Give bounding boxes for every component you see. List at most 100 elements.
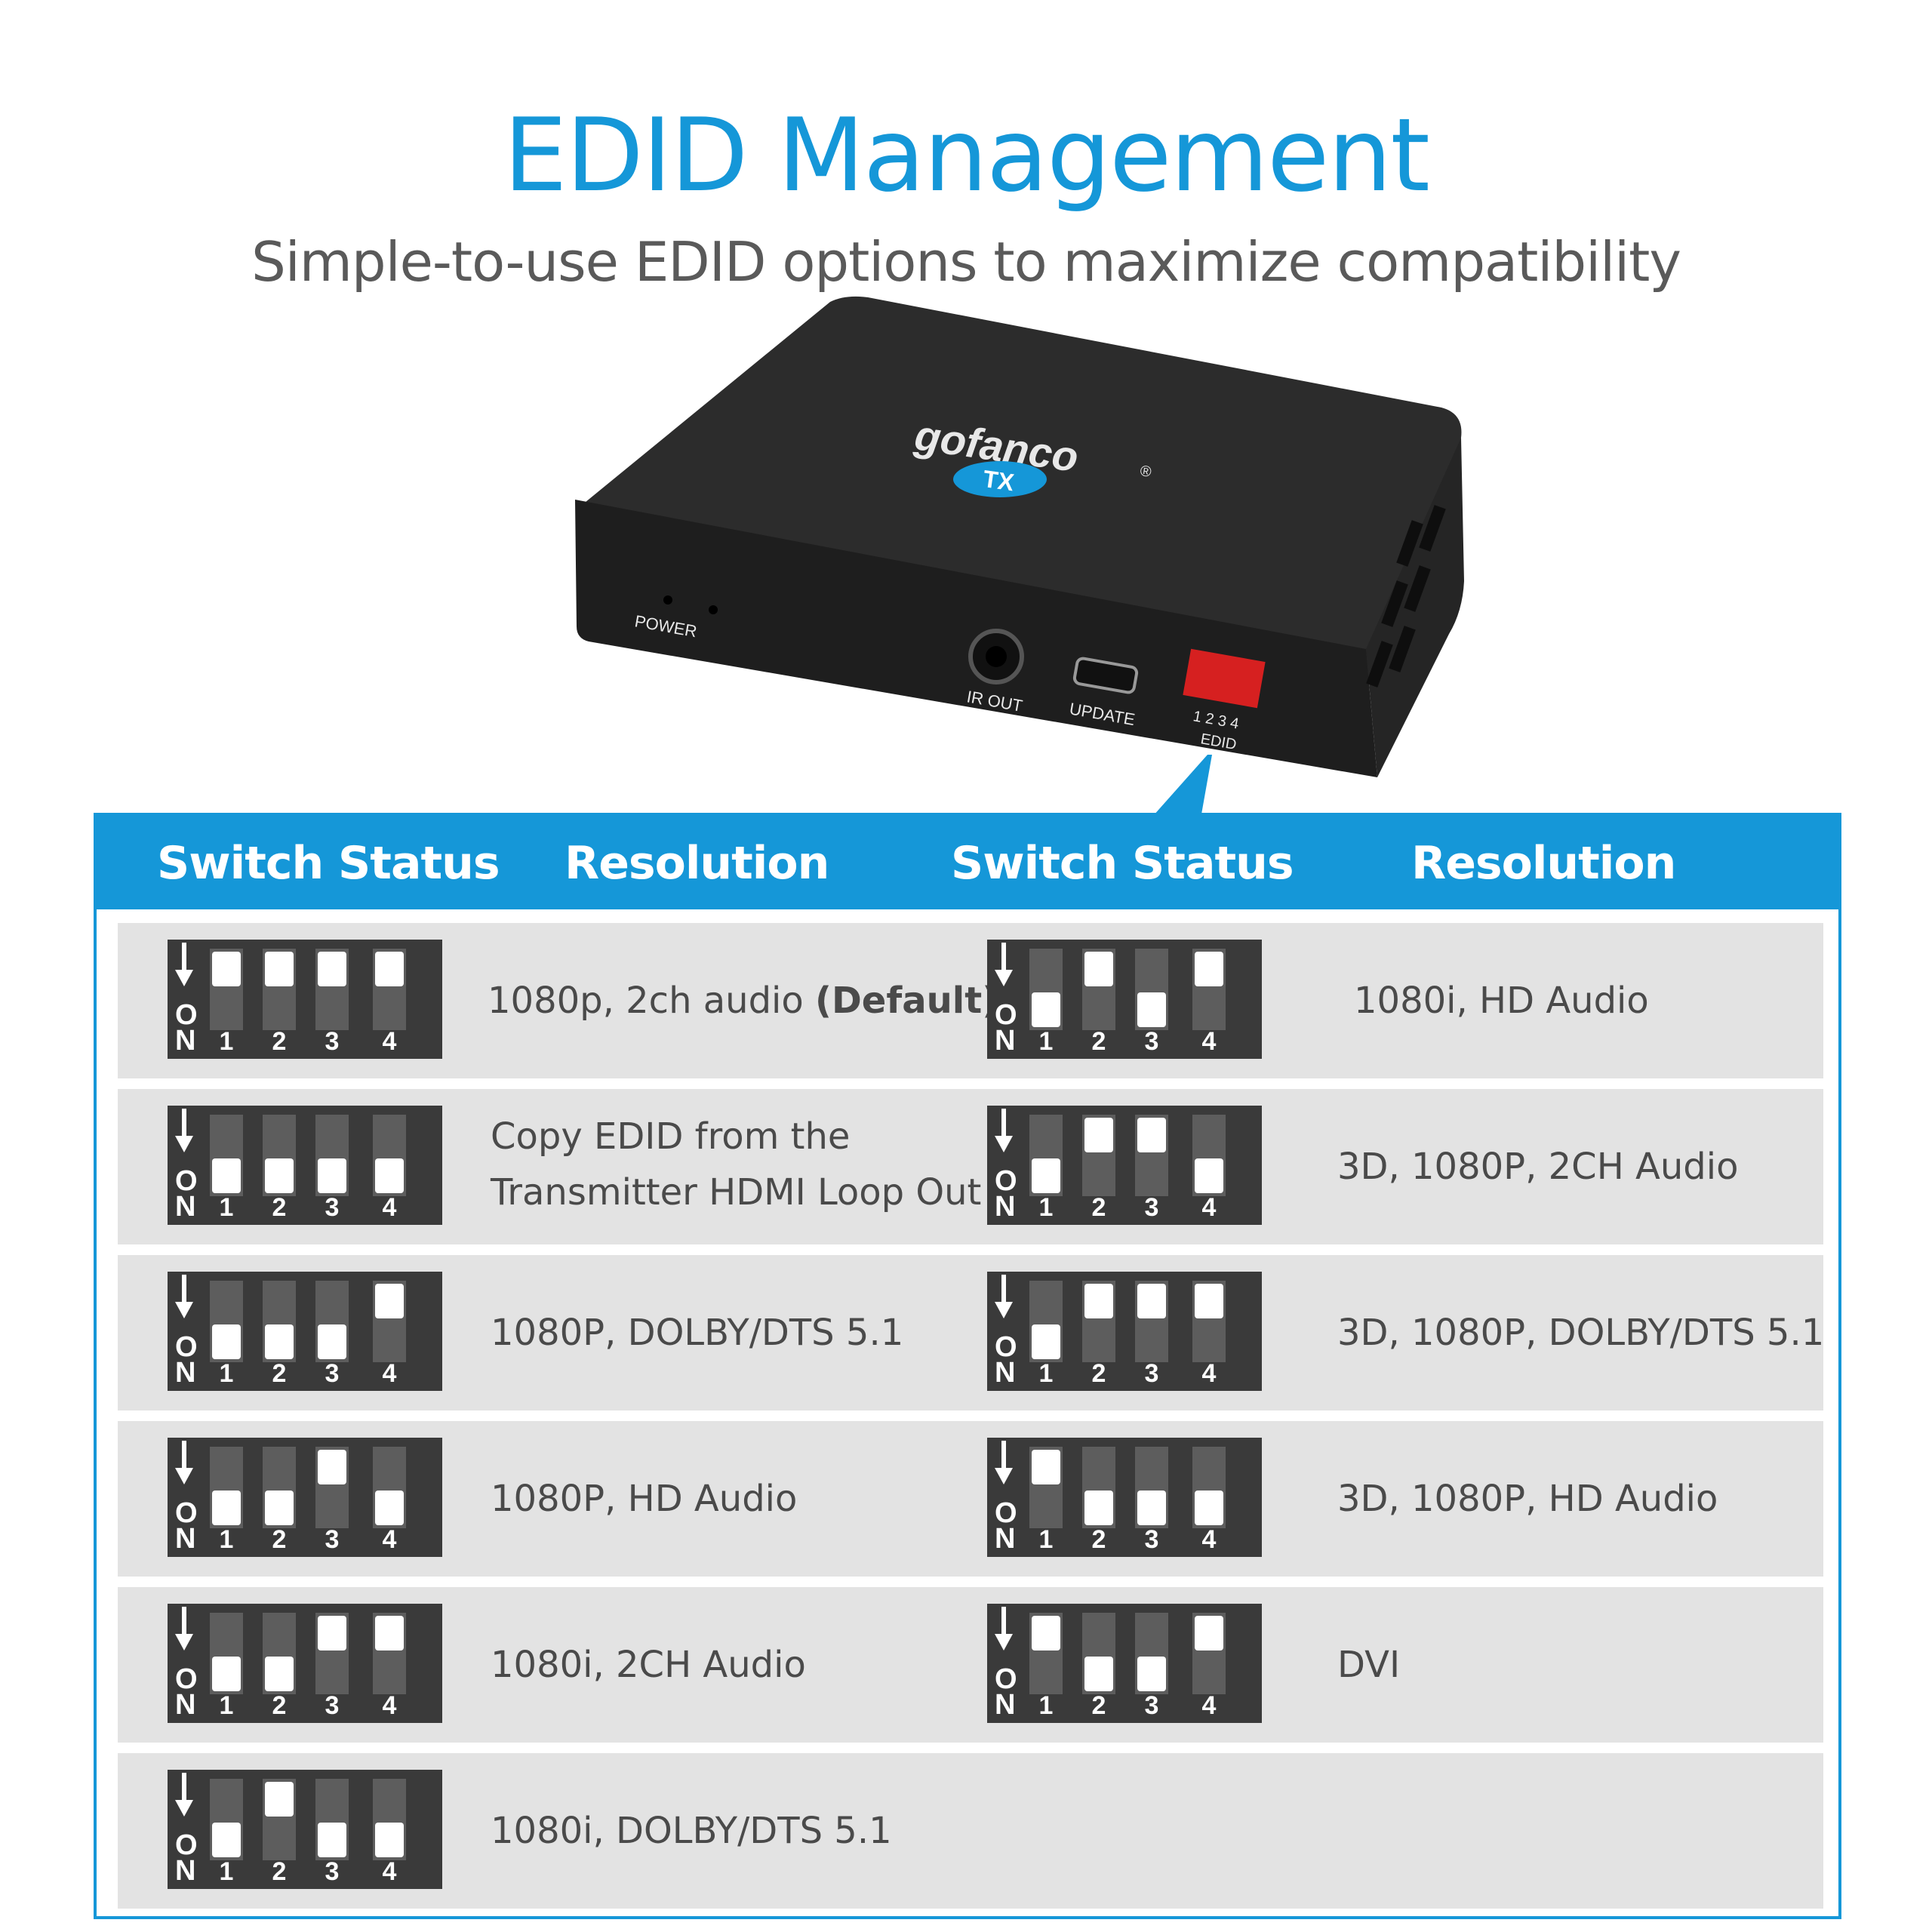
resolution-right-5: DVI: [1337, 1644, 1401, 1686]
dip-knob-1-down: [212, 1657, 241, 1691]
dip-knob-1-down: [212, 1491, 241, 1525]
on-label-o: O: [995, 1331, 1017, 1363]
dip-slot-3: [1135, 949, 1168, 1030]
resolution-left-6: 1080i, DOLBY/DTS 5.1: [491, 1810, 892, 1852]
on-label-o: O: [175, 1829, 198, 1861]
on-label-n: N: [175, 1855, 196, 1887]
header-resolution-right: Resolution: [1411, 837, 1676, 890]
on-label-n: N: [995, 1191, 1016, 1223]
down-arrow-icon: [995, 1109, 1013, 1152]
dip-knob-4-up: [1195, 1284, 1223, 1318]
dip-slot-2: [263, 1779, 296, 1860]
dip-slot-3: [315, 1779, 349, 1860]
on-label-o: O: [175, 1497, 198, 1529]
dip-knob-1-down: [1032, 1158, 1060, 1193]
dip-number-2: 2: [272, 1857, 287, 1886]
device-vents: [1366, 505, 1446, 688]
dip-knob-3-up: [318, 1616, 346, 1651]
dip-slot-4: [1192, 1115, 1226, 1196]
dip-slot-3: [1135, 1447, 1168, 1528]
dip-slot-1: [210, 1447, 243, 1528]
dip-number-1: 1: [219, 1691, 234, 1720]
dip-number-1: 1: [219, 1193, 234, 1222]
page-title: EDID Management: [503, 97, 1430, 214]
dip-slot-2: [263, 1115, 296, 1196]
dip-slot-1: [1029, 1447, 1063, 1528]
dip-slot-3: [315, 1115, 349, 1196]
dip-slot-3: [315, 1447, 349, 1528]
callout-pointer: [1147, 755, 1212, 823]
dip-knob-3-down: [1137, 1657, 1166, 1691]
dip-number-3: 3: [325, 1691, 340, 1720]
dip-knob-4-down: [375, 1158, 404, 1193]
dip-number-2: 2: [1091, 1193, 1106, 1222]
dip-knob-2-up: [265, 952, 294, 986]
dip-number-3: 3: [1144, 1193, 1159, 1222]
header-switch-status-left: Switch Status: [157, 837, 500, 890]
transmitter-device-image: gofanco ® TX POWER IR OUT UPDATE 1 2 3 4…: [558, 294, 1479, 777]
dip-slot-3: [1135, 1115, 1168, 1196]
on-label-o: O: [995, 1165, 1017, 1197]
dip-knob-3-down: [1137, 1491, 1166, 1525]
on-label-n: N: [175, 1689, 196, 1721]
dip-knob-1-up: [1032, 1616, 1060, 1651]
edid-table: Switch Status Resolution Switch Status R…: [94, 813, 1841, 1919]
dip-knob-4-down: [375, 1823, 404, 1857]
dip-slot-2: [1082, 1613, 1115, 1694]
dip-slot-1: [1029, 949, 1063, 1030]
dip-slot-4: [373, 1115, 406, 1196]
dip-number-1: 1: [219, 1359, 234, 1388]
dip-slot-4: [1192, 1447, 1226, 1528]
dip-knob-4-up: [375, 952, 404, 986]
dip-slot-1: [1029, 1613, 1063, 1694]
dip-knob-2-down: [265, 1491, 294, 1525]
dip-slot-2: [1082, 949, 1115, 1030]
dip-number-1: 1: [1038, 1691, 1054, 1720]
on-label-n: N: [995, 1523, 1016, 1555]
on-label-n: N: [175, 1025, 196, 1057]
dip-slot-4: [1192, 949, 1226, 1030]
dip-knob-1-down: [212, 1823, 241, 1857]
dip-slot-3: [315, 1613, 349, 1694]
status-led-icon: [709, 605, 718, 614]
dip-knob-1-down: [212, 1158, 241, 1193]
dip-number-1: 1: [1038, 1525, 1054, 1554]
dip-slot-4: [1192, 1281, 1226, 1362]
dip-number-1: 1: [1038, 1027, 1054, 1056]
page-subtitle: Simple-to-use EDID options to maximize c…: [251, 230, 1681, 294]
resolution-right-4: 3D, 1080P, HD Audio: [1337, 1478, 1718, 1520]
on-label-o: O: [175, 1663, 198, 1695]
down-arrow-icon: [995, 1607, 1013, 1651]
dip-number-4: 4: [1201, 1359, 1217, 1388]
dip-slot-3: [315, 1281, 349, 1362]
on-label-o: O: [995, 1663, 1017, 1695]
down-arrow-icon: [175, 1441, 193, 1484]
down-arrow-icon: [175, 1773, 193, 1817]
dip-number-4: 4: [382, 1193, 397, 1222]
dip-knob-4-down: [1195, 1158, 1223, 1193]
dip-slot-4: [1192, 1613, 1226, 1694]
dip-knob-2-down: [1084, 1657, 1113, 1691]
dip-slot-2: [1082, 1281, 1115, 1362]
down-arrow-icon: [175, 943, 193, 986]
tx-badge: [953, 461, 1047, 497]
dip-number-3: 3: [325, 1027, 340, 1056]
dip-knob-3-down: [318, 1823, 346, 1857]
dip-knob-2-up: [265, 1782, 294, 1817]
dip-number-2: 2: [1091, 1359, 1106, 1388]
usb-port-icon: [1072, 657, 1139, 694]
resolution-right-2: 3D, 1080P, 2CH Audio: [1337, 1146, 1739, 1188]
dip-knob-3-down: [1137, 992, 1166, 1027]
down-arrow-icon: [995, 1275, 1013, 1318]
dip-knob-1-up: [1032, 1450, 1060, 1484]
dip-slot-3: [1135, 1281, 1168, 1362]
dip-knob-2-up: [1084, 952, 1113, 986]
dip-slot-1: [210, 1779, 243, 1860]
dip-slot-2: [263, 949, 296, 1030]
dip-number-3: 3: [325, 1525, 340, 1554]
dip-slot-1: [210, 1613, 243, 1694]
